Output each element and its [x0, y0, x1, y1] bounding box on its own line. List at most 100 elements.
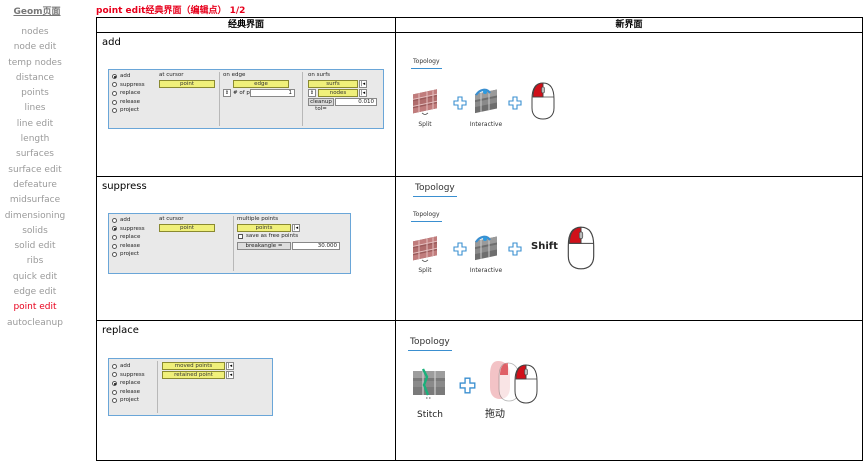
cleanup-field[interactable]: 0.010	[335, 98, 377, 106]
sidebar-item[interactable]: line edit	[16, 118, 54, 129]
radio-dot-icon	[112, 90, 117, 96]
points-button[interactable]: points	[237, 224, 291, 232]
row-label-suppress: suppress	[102, 181, 147, 192]
sidebar-item[interactable]: length	[20, 134, 50, 145]
num-pts-label: # of pts	[233, 90, 255, 96]
mouse-left-click-icon	[566, 223, 596, 273]
sidebar-list: nodes node edit temp nodes distance points li…	[0, 25, 70, 331]
sidebar-item[interactable]: midsurface	[9, 195, 61, 206]
sidebar-item[interactable]: ribs	[26, 256, 44, 267]
moved-points-button[interactable]: moved points	[162, 362, 225, 370]
edge-button[interactable]: edge	[233, 80, 289, 88]
nodes-button[interactable]: nodes	[318, 89, 358, 97]
radio-option[interactable]: project	[112, 396, 145, 405]
at-cursor-label: at cursor	[159, 72, 184, 78]
sidebar-item[interactable]: quick edit	[12, 271, 58, 282]
radio-option[interactable]: project	[112, 106, 145, 115]
radio-dot-icon	[112, 226, 117, 232]
on-edge-label: on edge	[223, 72, 246, 78]
reset-icon[interactable]: |◂	[226, 362, 234, 370]
radio-option[interactable]: project	[112, 250, 145, 259]
radio-option[interactable]: release	[112, 242, 145, 251]
suppress-new-cell: Topology Topology Split Intera	[395, 176, 863, 321]
radio-dot-icon	[112, 389, 117, 395]
stitch-label: Stitch	[417, 410, 443, 420]
stepper-icon[interactable]: ⇕	[308, 89, 316, 97]
split-icon[interactable]	[410, 85, 440, 116]
sidebar-title[interactable]: Geom页面	[13, 7, 61, 17]
sidebar-item[interactable]: surface edit	[8, 164, 62, 175]
radio-option[interactable]: add	[112, 216, 145, 225]
stepper-icon[interactable]: ⇕	[223, 89, 231, 97]
plus-icon	[508, 95, 522, 110]
save-free-checkbox[interactable]	[238, 234, 243, 239]
cleanup-button[interactable]: cleanup tol=	[308, 98, 334, 112]
radio-option[interactable]: release	[112, 388, 145, 397]
split-label: Split	[418, 267, 432, 274]
radio-dot-icon	[112, 398, 117, 404]
split-icon[interactable]	[410, 232, 440, 263]
radio-dot-icon	[112, 234, 117, 240]
radio-label: suppress	[120, 225, 145, 232]
reset-icon[interactable]: |◂	[359, 89, 367, 97]
topology-label: Topology	[408, 337, 452, 351]
radio-option[interactable]: suppress	[112, 225, 145, 234]
num-pts-field[interactable]: 1	[250, 89, 295, 97]
breakangle-button[interactable]: breakangle =	[237, 242, 291, 250]
radio-label: project	[120, 107, 140, 114]
sidebar-item[interactable]: defeature	[13, 179, 57, 190]
sidebar-item[interactable]: surfaces	[16, 149, 54, 160]
sidebar-item[interactable]: solid edit	[14, 241, 56, 252]
sidebar-item[interactable]: node edit	[13, 42, 57, 53]
radio-label: replace	[120, 90, 141, 97]
sidebar-item[interactable]: dimensioning	[4, 210, 66, 221]
reset-icon[interactable]: |◂	[359, 80, 367, 88]
divider	[302, 72, 303, 126]
sidebar-item[interactable]: lines	[24, 103, 46, 114]
interactive-icon[interactable]	[471, 85, 501, 115]
save-free-label: save as free points	[246, 233, 299, 239]
reset-icon[interactable]: |◂	[292, 224, 300, 232]
radio-option[interactable]: suppress	[112, 371, 145, 380]
divider	[157, 361, 158, 413]
point-button[interactable]: point	[159, 224, 215, 232]
multiple-points-label: multiple points	[237, 216, 279, 222]
radio-label: replace	[120, 380, 141, 387]
radio-option[interactable]: replace	[112, 233, 145, 242]
radio-option[interactable]: replace	[112, 379, 145, 388]
sidebar-item[interactable]: points	[21, 88, 49, 99]
sidebar-item[interactable]: point edit	[13, 302, 57, 313]
row-label-add: add	[102, 37, 121, 48]
radio-label: project	[120, 397, 140, 404]
sidebar: Geom页面 nodes node edit temp nodes distance p…	[0, 4, 70, 331]
radio-label: project	[120, 251, 140, 258]
sidebar-item[interactable]: nodes	[21, 27, 49, 37]
radio-option[interactable]: release	[112, 98, 145, 107]
header-classic: 经典界面	[96, 17, 396, 33]
sidebar-item[interactable]: distance	[15, 72, 55, 83]
topology-label: Topology	[411, 58, 441, 69]
reset-icon[interactable]: |◂	[226, 371, 234, 379]
radio-option[interactable]: add	[112, 362, 145, 371]
breakangle-field[interactable]: 30.000	[292, 242, 340, 250]
point-button[interactable]: point	[159, 80, 215, 88]
radio-option[interactable]: suppress	[112, 81, 145, 90]
sidebar-item[interactable]: autocleanup	[7, 317, 63, 328]
sidebar-item[interactable]: edge edit	[13, 287, 57, 298]
radio-option[interactable]: replace	[112, 89, 145, 98]
radio-dot-icon	[112, 252, 117, 258]
radio-label: suppress	[120, 371, 145, 378]
sidebar-item[interactable]: solids	[22, 225, 48, 236]
retained-point-button[interactable]: retained point	[162, 371, 225, 379]
interactive-icon[interactable]	[471, 232, 501, 262]
stitch-icon[interactable]	[411, 365, 447, 401]
surfs-button[interactable]: surfs	[308, 80, 358, 88]
radio-option[interactable]: add	[112, 72, 145, 81]
sidebar-item[interactable]: temp nodes	[8, 57, 62, 68]
